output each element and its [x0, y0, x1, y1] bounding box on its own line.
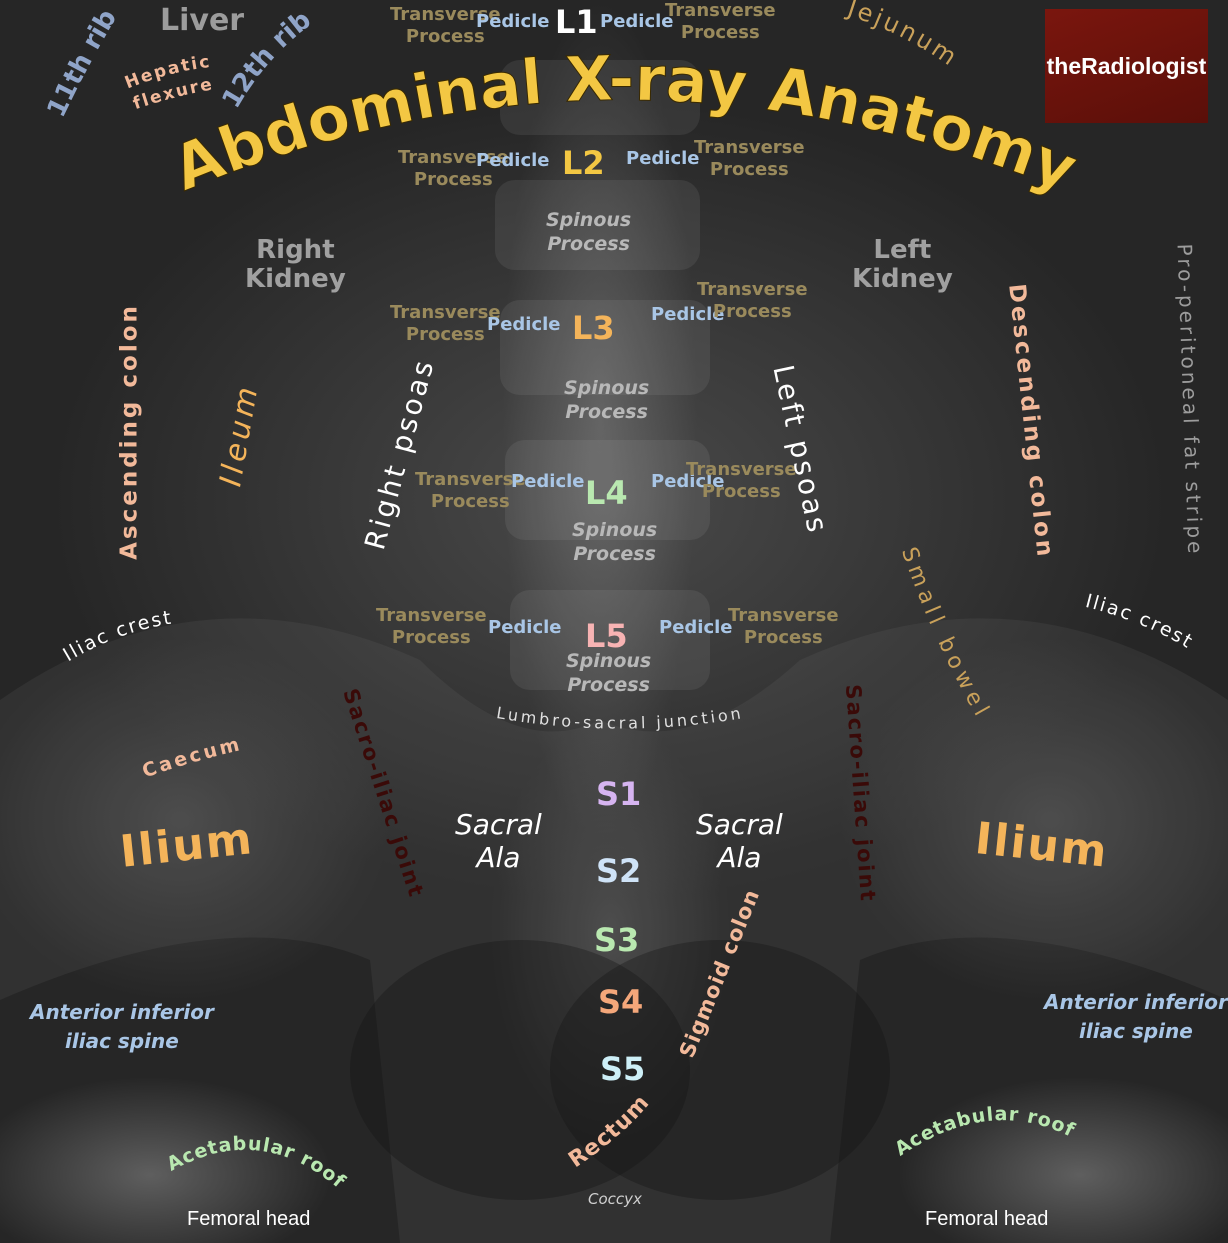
femoral-head-right-label: Femoral head [187, 1208, 311, 1230]
caecum-label: Caecum [140, 733, 245, 782]
pedicle-l5-right: Pedicle [488, 617, 562, 638]
left-kidney-line-1: Left [873, 235, 932, 265]
femoral-head-left-label: Femoral head [925, 1208, 1049, 1230]
vertebra-s4: S4 [598, 983, 644, 1021]
pedicle-l2-right: Pedicle [476, 150, 550, 171]
vertebra-s2: S2 [596, 852, 642, 890]
pedicle-l1-left: Pedicle [600, 11, 674, 32]
pedicle-l4-right: Pedicle [511, 471, 585, 492]
pedicle-l1-right: Pedicle [476, 11, 550, 32]
right-kidney-label: Right Kidney [245, 236, 346, 294]
vertebra-l1: L1 [555, 3, 598, 41]
vertebra-s5: S5 [600, 1050, 646, 1088]
left-kidney-line-2: Kidney [852, 264, 953, 294]
pedicle-l3-right: Pedicle [487, 314, 561, 335]
liver-label: Liver [160, 3, 245, 38]
vertebra-l2: L2 [562, 144, 605, 182]
rib11-label: 11th rib [42, 4, 123, 122]
vertebra-s1: S1 [596, 775, 642, 813]
brand-logo: theRadiologist [1045, 9, 1208, 123]
small-bowel-label: Small bowel [896, 544, 996, 724]
vertebra-l3: L3 [572, 309, 615, 347]
iliac-crest-left-label: Iliac crest [59, 606, 174, 666]
vertebra-l4: L4 [585, 474, 628, 512]
acetabular-roof-left-label: Acetabular roof [163, 1133, 350, 1193]
acetabular-roof-right-label: Acetabular roof [891, 1103, 1079, 1160]
left-kidney-label: Left Kidney [852, 236, 953, 294]
jejunum-label: Jejunum [842, 0, 964, 73]
pedicle-l4-left: Pedicle [651, 471, 725, 492]
vertebra-l5: L5 [585, 617, 628, 655]
right-kidney-line-1: Right [256, 235, 335, 265]
vertebra-s3: S3 [594, 921, 640, 959]
iliac-crest-right-label: Iliac crest [1083, 590, 1197, 653]
pedicle-l3-left: Pedicle [651, 304, 725, 325]
pedicle-l5-left: Pedicle [659, 617, 733, 638]
right-kidney-line-2: Kidney [245, 264, 346, 294]
coccyx-label: Coccyx [588, 1190, 642, 1208]
ascending-colon-label: Ascending colon [116, 303, 143, 560]
brand-text: theRadiologist [1046, 52, 1207, 79]
pedicle-l2-left: Pedicle [626, 148, 700, 169]
lumbosacral-junction-label: Lumbro-sacral junction [495, 703, 745, 732]
rectum-label: Rectum [564, 1090, 655, 1173]
